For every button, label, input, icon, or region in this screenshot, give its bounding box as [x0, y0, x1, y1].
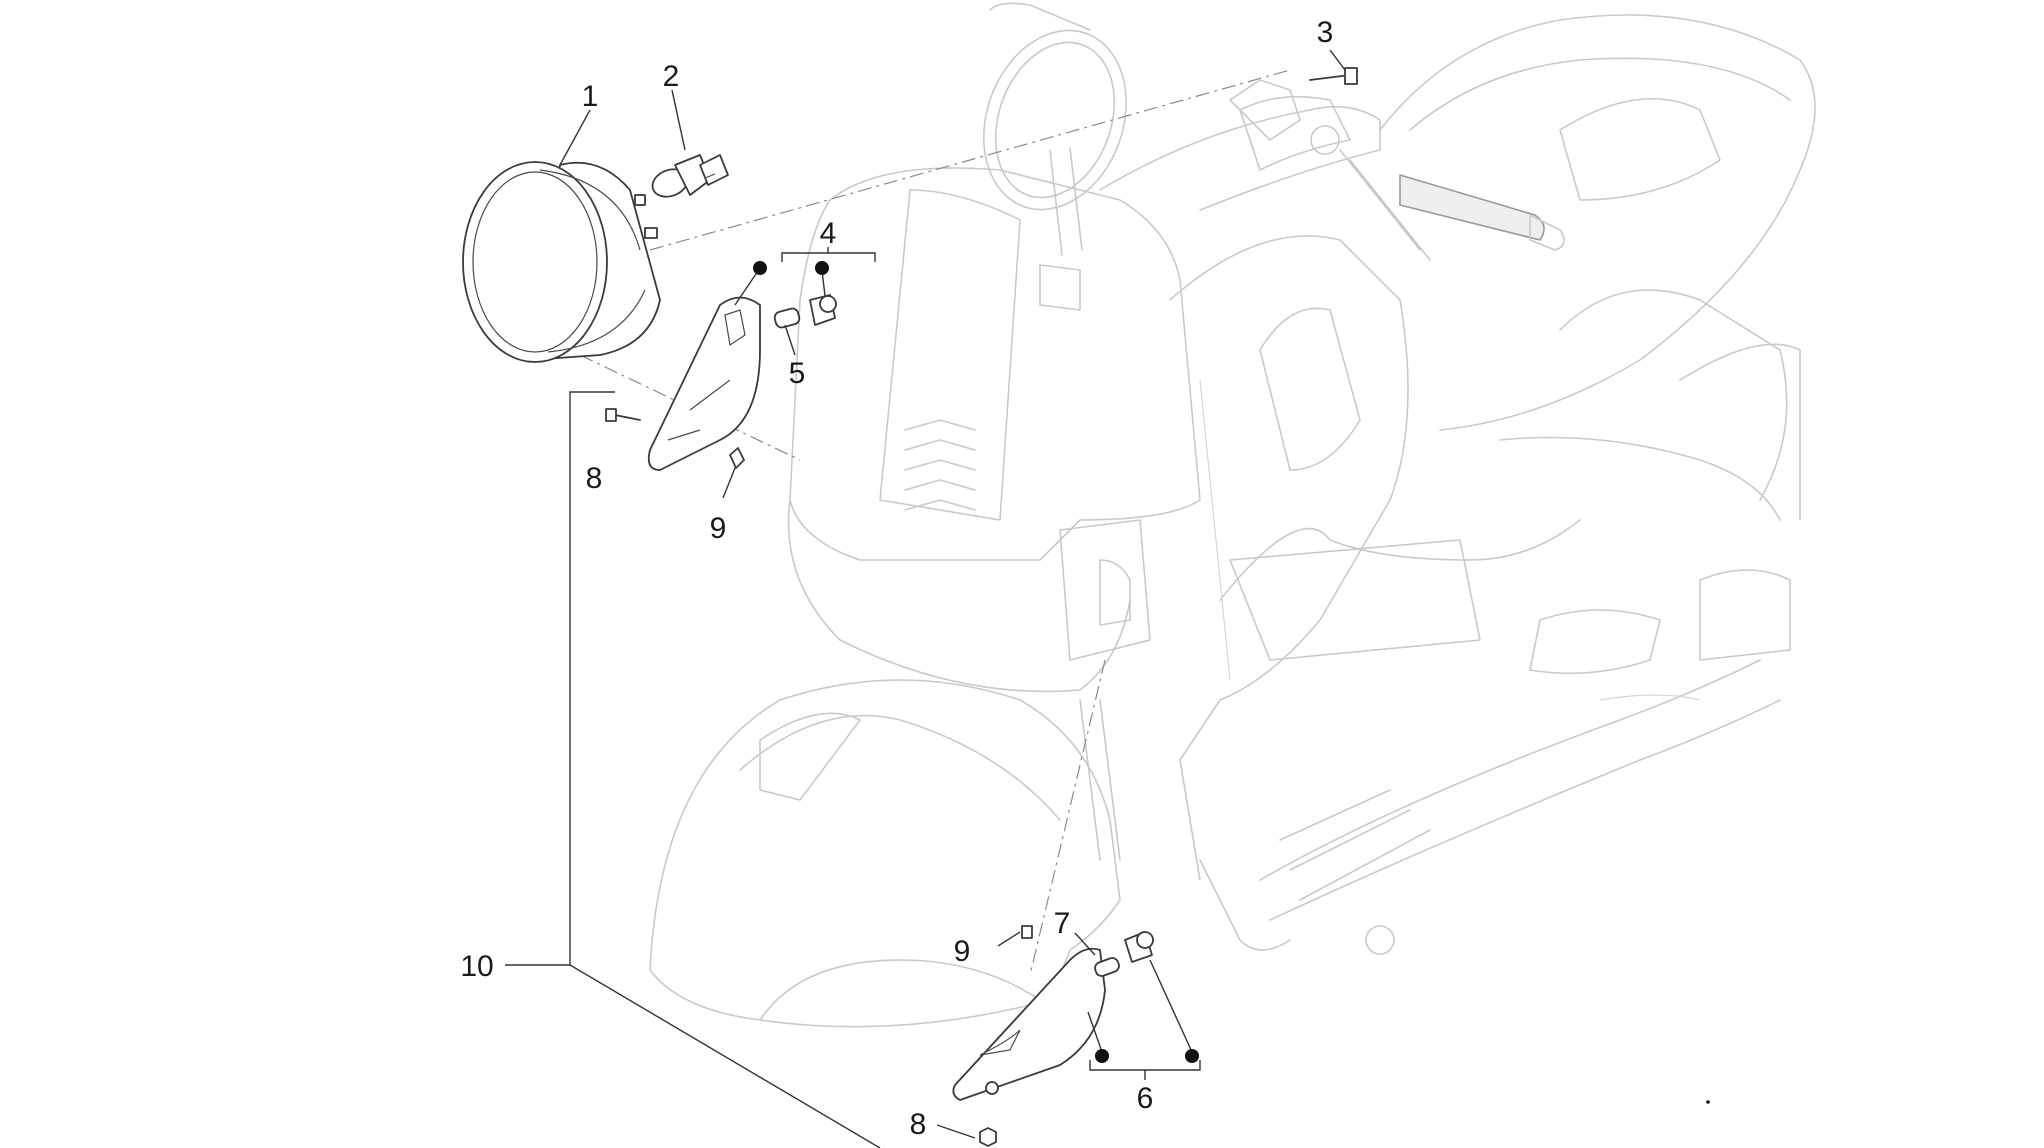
callout-7: 7 — [1054, 907, 1071, 940]
callout-10: 10 — [460, 950, 493, 983]
callout-numbers: 1 2 3 4 5 8 9 10 7 9 6 8 — [460, 16, 1333, 1141]
stray-dot — [1706, 1100, 1710, 1104]
callout-2: 2 — [663, 60, 680, 93]
bullet-dot — [1185, 1049, 1199, 1063]
assembly-lines — [579, 69, 1291, 976]
callout-8-lower: 8 — [910, 1108, 927, 1141]
callout-3: 3 — [1317, 16, 1334, 49]
bullet-dots — [753, 261, 1710, 1104]
turn-signal-lower — [952, 925, 1154, 1147]
bullet-dot — [753, 261, 767, 275]
scooter-outline — [649, 2, 1816, 1028]
callout-5: 5 — [789, 357, 806, 390]
bullet-dot — [815, 261, 829, 275]
callout-8-upper: 8 — [586, 462, 603, 495]
callout-1: 1 — [582, 80, 599, 113]
callout-6: 6 — [1137, 1082, 1154, 1115]
bullet-dot — [1095, 1049, 1109, 1063]
callout-9-upper: 9 — [710, 512, 727, 545]
headlight-part — [462, 161, 661, 363]
screw-part — [1309, 67, 1358, 85]
bulb-part — [651, 154, 729, 198]
turn-signal-upper — [605, 294, 837, 471]
callout-4: 4 — [820, 217, 837, 250]
callout-9-lower: 9 — [954, 935, 971, 968]
leader-lines — [505, 49, 1346, 1148]
